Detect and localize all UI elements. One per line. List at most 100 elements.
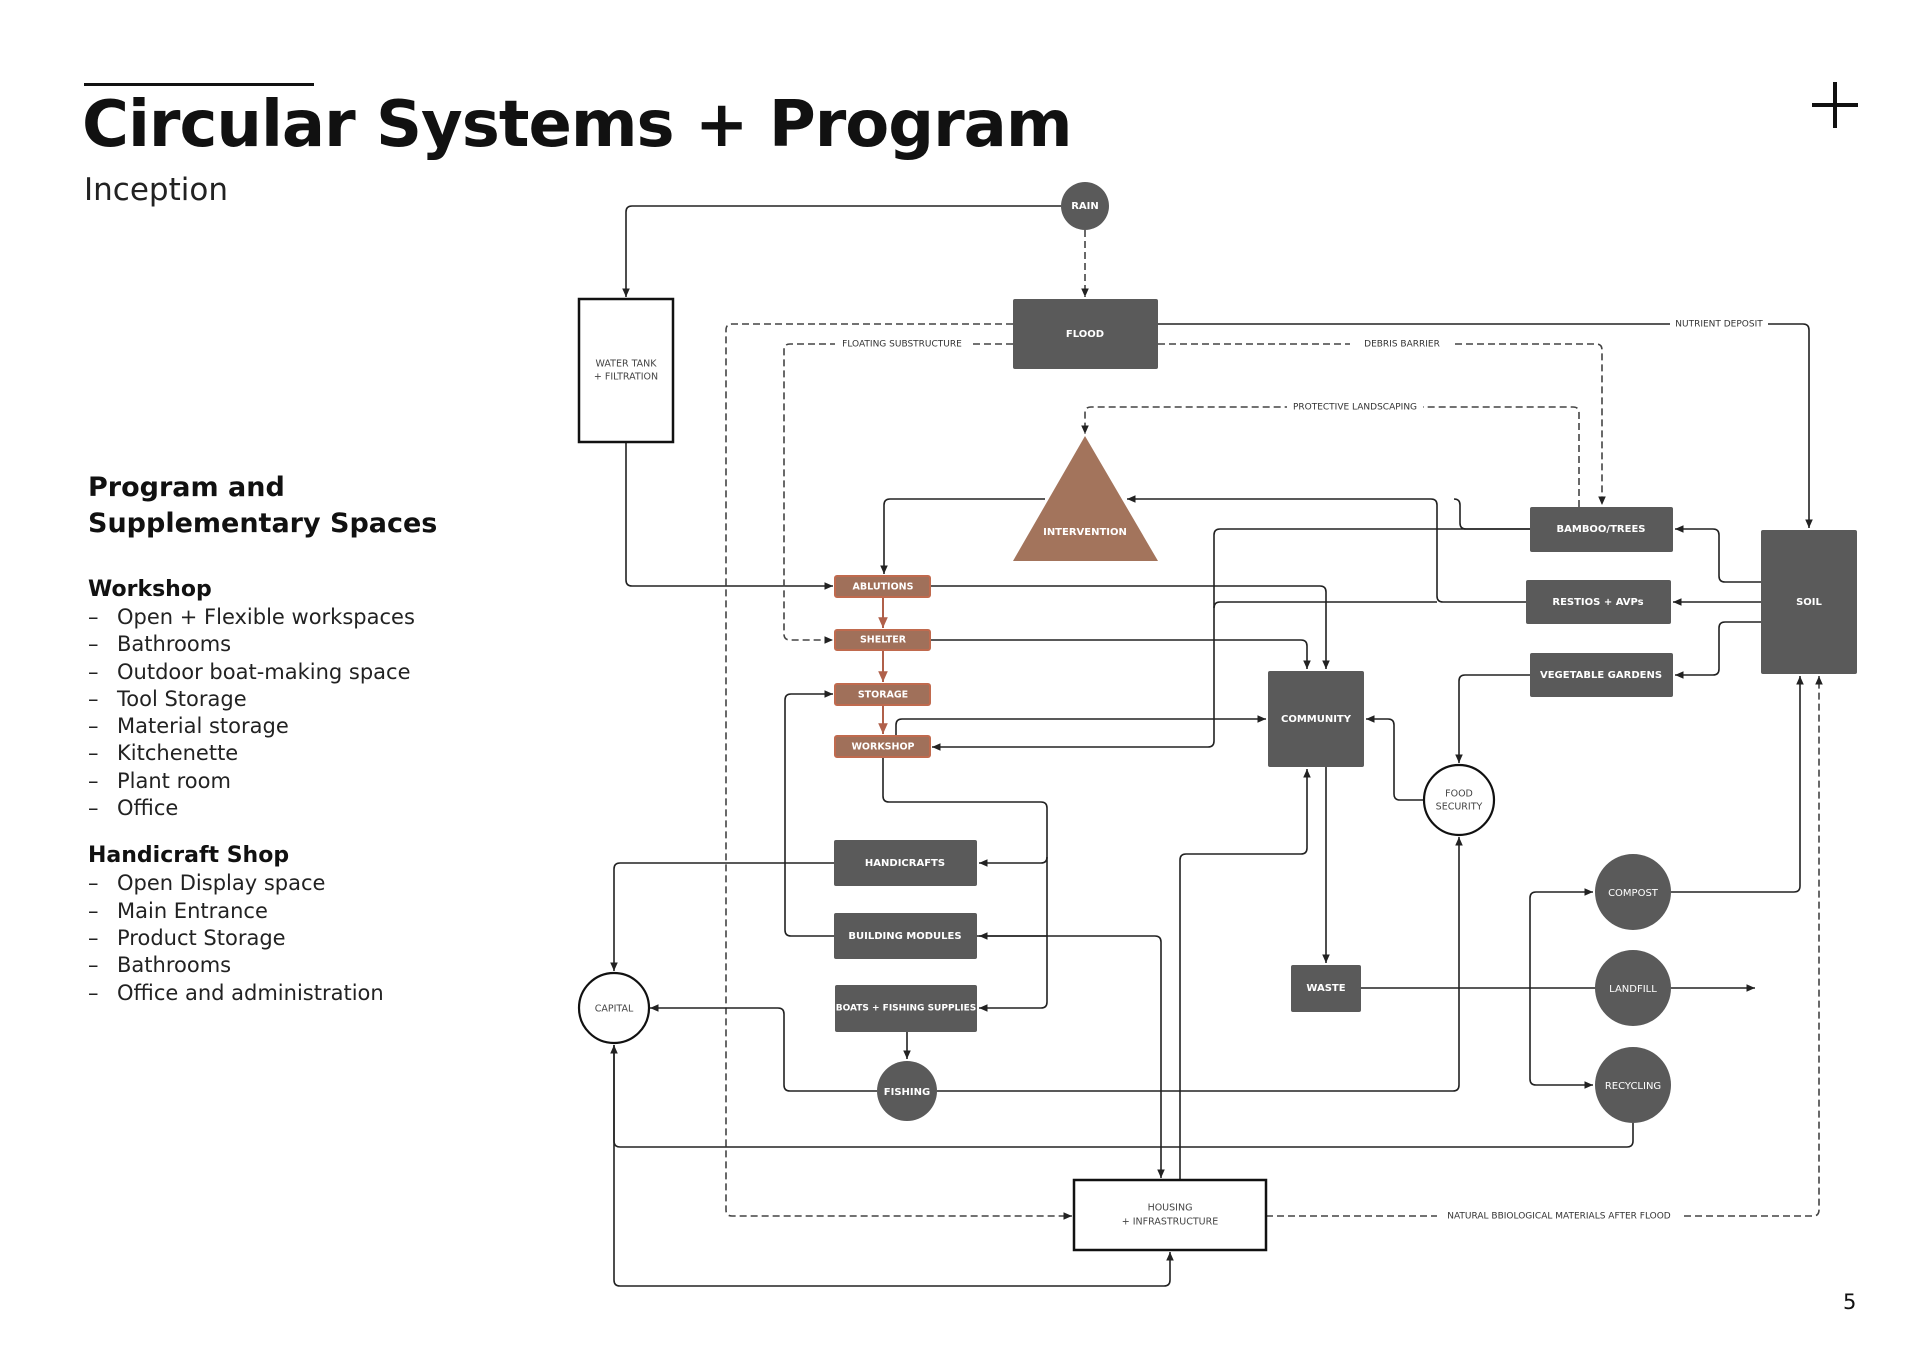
list-item-text: Open + Flexible workspaces: [117, 605, 415, 629]
edge-soil-to-vegetable: [1675, 621, 1761, 679]
node-workshop[interactable]: WORKSHOP: [834, 735, 931, 758]
edge-fishing-to-capital: [650, 1004, 877, 1092]
node-storage[interactable]: STORAGE: [834, 683, 931, 706]
edge-natural-materials: [1266, 676, 1823, 1217]
node-label: HOUSING: [1148, 1203, 1193, 1214]
node-water-tank[interactable]: WATER TANK + FILTRATION: [577, 297, 675, 444]
bullet: –: [88, 980, 99, 1005]
edge-housing-to-community: [1179, 769, 1311, 1180]
node-landfill[interactable]: LANDFILL: [1595, 950, 1671, 1026]
list-item-text: Product Storage: [117, 925, 286, 950]
list-item-text: Material storage: [117, 714, 289, 739]
node-capital[interactable]: CAPITAL: [577, 971, 651, 1045]
edge-nutrient-deposit: [1158, 323, 1813, 528]
list-item-text: Bathrooms: [117, 632, 232, 657]
node-flood[interactable]: FLOOD: [1013, 299, 1158, 369]
edge-soil-to-bamboo: [1675, 525, 1761, 583]
program-heading-line-1: Program and: [88, 472, 285, 503]
edge-bamboo-to-intervention: [1453, 498, 1530, 530]
list-item-text: Office and administration: [117, 980, 384, 1005]
list-item-text: Kitchenette: [117, 741, 239, 766]
list-item-text: Bathrooms: [117, 953, 232, 978]
node-label: RAIN: [1071, 201, 1099, 212]
edge-waste-to-compost: [1529, 888, 1593, 988]
bullet: –: [88, 925, 99, 950]
node-food-security[interactable]: FOOD SECURITY: [1422, 763, 1496, 837]
node-label: STORAGE: [858, 690, 908, 701]
node-label: LANDFILL: [1609, 984, 1657, 995]
node-label: INTERVENTION: [1043, 527, 1127, 538]
list-item: –Outdoor boat-making space: [88, 659, 508, 686]
node-handicrafts[interactable]: HANDICRAFTS: [834, 840, 977, 886]
workshop-list: – Open + Flexible workspaces – Bathrooms –…: [88, 604, 508, 822]
page-title: Circular Systems + Program: [82, 88, 1072, 162]
page-subtitle: Inception: [84, 172, 228, 208]
edge-waste-to-recycling: [1529, 988, 1593, 1089]
node-intervention[interactable]: INTERVENTION: [1013, 436, 1158, 561]
list-item: –Kitchenette: [88, 740, 508, 767]
node-label: BOATS + FISHING SUPPLIES: [836, 1004, 977, 1014]
list-item: –Tool Storage: [88, 686, 508, 713]
bullet: –: [88, 871, 99, 896]
list-item: –Material storage: [88, 713, 508, 740]
node-label: COMMUNITY: [1281, 714, 1352, 725]
program-heading-line-2: Supplementary Spaces: [88, 508, 438, 539]
node-recycling[interactable]: RECYCLING: [1595, 1047, 1671, 1123]
node-boats-fishing-supplies[interactable]: BOATS + FISHING SUPPLIES: [835, 985, 977, 1032]
node-community[interactable]: COMMUNITY: [1268, 671, 1364, 767]
list-item: –Office: [88, 795, 508, 822]
node-bamboo-trees[interactable]: BAMBOO/TREES: [1530, 507, 1673, 552]
node-vegetable-gardens[interactable]: VEGETABLE GARDENS: [1530, 653, 1673, 697]
list-item-text: Plant room: [117, 768, 231, 793]
node-building-modules[interactable]: BUILDING MODULES: [834, 913, 977, 959]
program-section-handicraft-shop: Handicraft Shop –Open Display space –Mai…: [88, 842, 508, 1006]
node-waste[interactable]: WASTE: [1291, 965, 1361, 1012]
edge-flood-to-housing: [725, 323, 1072, 1220]
section-title: Workshop: [88, 577, 212, 602]
node-compost[interactable]: COMPOST: [1595, 854, 1671, 930]
node-soil[interactable]: SOIL: [1761, 530, 1857, 674]
plus-icon[interactable]: [1812, 82, 1858, 128]
node-label: RESTIOS + AVPs: [1552, 597, 1643, 608]
bullet: –: [88, 741, 99, 766]
list-item-text: Open Display space: [117, 871, 326, 896]
edge-recycling-to-capital: [610, 1045, 1634, 1148]
list-item: –Product Storage: [88, 925, 508, 952]
title-rule: [84, 83, 314, 86]
edge-restios-to-intervention: [1127, 495, 1526, 603]
list-item: –Plant room: [88, 768, 508, 795]
node-label: ABLUTIONS: [853, 582, 914, 593]
node-label: WATER TANK: [596, 359, 658, 370]
bullet: –: [88, 796, 99, 821]
edge-floating-substructure: [783, 343, 1013, 644]
node-housing-infrastructure[interactable]: HOUSING + INFRASTRUCTURE: [1072, 1178, 1268, 1252]
edge-intervention-to-ablutions: [880, 498, 1045, 574]
node-label: SOIL: [1796, 597, 1822, 608]
node-fishing[interactable]: FISHING: [877, 1061, 937, 1121]
node-restios-avps[interactable]: RESTIOS + AVPs: [1526, 580, 1671, 624]
list-item: –Bathrooms: [88, 952, 508, 979]
list-item: –Office and administration: [88, 980, 508, 1007]
edge-debris-barrier: [1158, 343, 1606, 505]
edge-products-to-storage: [784, 690, 834, 937]
edge-rain-to-water-tank: [622, 205, 1061, 297]
node-label: FISHING: [884, 1087, 930, 1098]
edge-workshop-to-community: [895, 715, 1266, 736]
node-ablutions[interactable]: ABLUTIONS: [834, 575, 931, 598]
edge-capital-to-housing: [613, 1045, 1174, 1287]
bullet: –: [88, 953, 99, 978]
edge-label-debris-barrier: DEBRIS BARRIER: [1364, 340, 1440, 350]
node-label: WORKSHOP: [851, 742, 914, 753]
list-item-text: Tool Storage: [117, 686, 247, 711]
page-number: 5: [1843, 1290, 1857, 1314]
node-label: FLOOD: [1066, 329, 1104, 340]
edge-label-natural-materials: NATURAL BBIOLOGICAL MATERIALS AFTER FLOO…: [1447, 1212, 1671, 1222]
node-shelter[interactable]: SHELTER: [834, 629, 931, 651]
edge-fishing-to-food-security: [937, 837, 1463, 1092]
node-label: WASTE: [1306, 983, 1345, 994]
node-rain[interactable]: RAIN: [1061, 182, 1109, 230]
list-item-text: Office: [117, 796, 179, 821]
edge-label-protective-landscaping: PROTECTIVE LANDSCAPING: [1293, 403, 1417, 413]
program-section-workshop: Workshop – Open + Flexible workspaces – Ba…: [88, 576, 508, 822]
